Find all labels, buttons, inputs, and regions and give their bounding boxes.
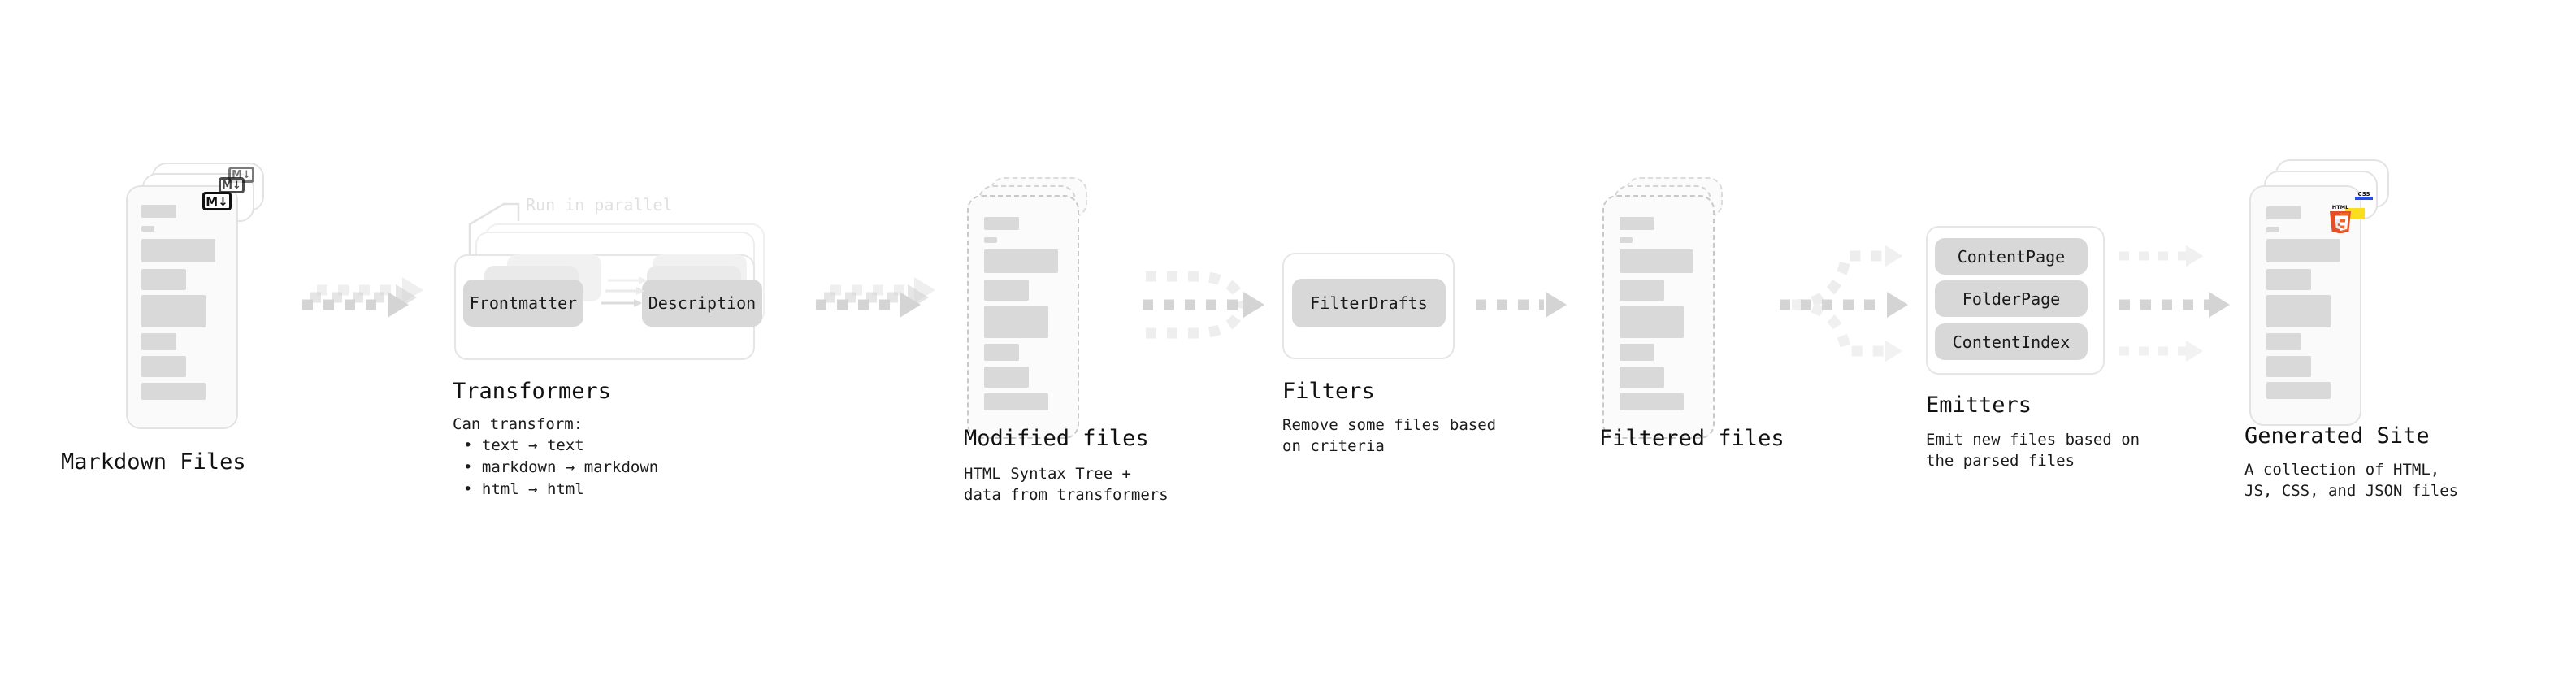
markdown-files-group: M↓ M↓ M↓: [126, 163, 345, 431]
arrow-filtered-to-emitters: [1780, 245, 1908, 362]
skeleton-line: [1620, 306, 1684, 338]
skeleton-line: [141, 226, 154, 232]
skeleton-line: [1620, 344, 1654, 361]
skeleton-line: [141, 356, 186, 377]
skeleton-line: [984, 367, 1029, 388]
transformer-chip-description[interactable]: Description: [642, 280, 762, 327]
arrow-modified-to-filters: [1143, 271, 1264, 339]
emitter-chip-contentpage[interactable]: ContentPage: [1935, 238, 2088, 275]
skeleton-line: [141, 269, 186, 290]
skeleton-line: [2266, 382, 2331, 399]
skeleton-line: [1620, 249, 1693, 273]
skeleton-line: [984, 217, 1019, 230]
stage-title-generated-site: Generated Site: [2244, 423, 2430, 449]
transformers-subtitle: Can transform:: [453, 415, 583, 433]
skeleton-line: [2266, 227, 2279, 232]
stage-title-filtered-files: Filtered files: [1599, 426, 1785, 451]
html5-icon: HTML: [2327, 202, 2353, 234]
skeleton-line: [984, 249, 1058, 273]
filtered-file-card-front: [1602, 195, 1715, 439]
chip-label: Description: [648, 293, 757, 313]
skeleton-line: [141, 333, 176, 350]
emitter-chip-folderpage[interactable]: FolderPage: [1935, 280, 2088, 317]
skeleton-line: [141, 205, 176, 218]
skeleton-line: [1620, 217, 1654, 230]
svg-text:HTML: HTML: [2332, 204, 2348, 210]
skeleton-line: [1620, 280, 1664, 301]
skeleton-line: [984, 280, 1029, 301]
css-icon: CSS: [2355, 191, 2373, 200]
markdown-icon: M↓: [219, 177, 245, 193]
modified-files-subtitle: HTML Syntax Tree + data from transformer…: [964, 465, 1169, 504]
modified-file-card-front: [967, 195, 1079, 439]
stage-title-filters: Filters: [1282, 379, 1375, 404]
skeleton-line: [2266, 295, 2331, 327]
skeleton-line: [2266, 269, 2311, 290]
filter-chip-filterdrafts[interactable]: FilterDrafts: [1292, 279, 1446, 327]
modified-files-group: [967, 177, 1154, 439]
generated-site-subtitle: A collection of HTML, JS, CSS, and JSON …: [2244, 461, 2459, 500]
stage-title-modified-files: Modified files: [964, 426, 1149, 451]
transformers-bullet-0: • text → text: [463, 436, 584, 454]
stage-title-markdown-files: Markdown Files: [61, 449, 246, 475]
skeleton-line: [141, 383, 206, 400]
skeleton-line: [984, 306, 1048, 338]
emitters-subtitle: Emit new files based on the parsed files: [1926, 431, 2140, 470]
transformer-chip-frontmatter[interactable]: Frontmatter: [463, 280, 583, 327]
skeleton-line: [2266, 239, 2340, 262]
skeleton-line: [2266, 333, 2301, 350]
transformers-bullet-2: • html → html: [463, 480, 584, 498]
skeleton-line: [2266, 206, 2301, 219]
skeleton-line: [1620, 393, 1684, 410]
skeleton-line: [984, 393, 1048, 410]
stage-title-transformers: Transformers: [453, 379, 612, 404]
skeleton-line: [984, 237, 997, 243]
skeleton-line: [1620, 367, 1664, 388]
run-in-parallel-note: Run in parallel: [526, 195, 673, 215]
chip-label: ContentPage: [1957, 246, 2066, 267]
arrow-filters-to-filtered: [1476, 292, 1567, 318]
arrow-emitters-to-generated: [2119, 245, 2230, 362]
skeleton-line: [141, 239, 215, 262]
emitter-chip-contentindex[interactable]: ContentIndex: [1935, 323, 2088, 360]
css-icon-label: CSS: [2357, 191, 2370, 197]
markdown-file-card-front: [126, 185, 238, 429]
chip-label: FolderPage: [1962, 288, 2061, 309]
skeleton-line: [2266, 356, 2311, 377]
generated-site-group: CSS HTML: [2249, 159, 2452, 427]
markdown-icon-label: M↓: [222, 179, 241, 192]
filtered-files-group: [1602, 177, 1789, 439]
arrow-transformers-to-modified: [816, 277, 935, 318]
skeleton-line: [1620, 237, 1633, 243]
markdown-icon-label: M↓: [206, 193, 228, 209]
chip-label: ContentIndex: [1952, 332, 2071, 352]
transformers-bullet-1: • markdown → markdown: [463, 458, 659, 476]
chip-label: FilterDrafts: [1310, 293, 1428, 313]
filters-subtitle: Remove some files based on criteria: [1282, 416, 1497, 455]
markdown-icon: M↓: [202, 192, 232, 210]
chip-label: Frontmatter: [469, 293, 578, 313]
stage-title-emitters: Emitters: [1926, 393, 2032, 418]
skeleton-line: [141, 295, 206, 327]
skeleton-line: [984, 344, 1019, 361]
